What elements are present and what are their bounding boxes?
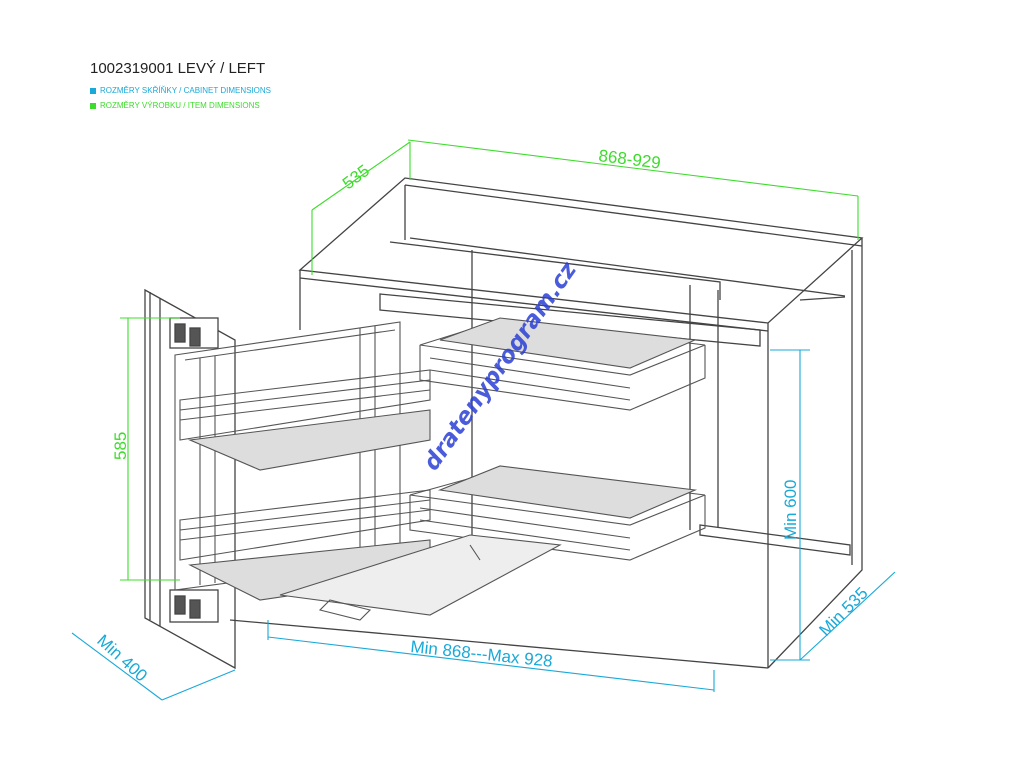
- legend-item: ROZMĚRY VÝROBKU / ITEM DIMENSIONS: [90, 101, 260, 110]
- cabinet-dimension-lines: [71, 349, 896, 701]
- door-basket-upper: [179, 369, 431, 471]
- rear-basket-upper: [419, 317, 706, 411]
- legend-cabinet-swatch: [90, 87, 96, 94]
- legend-item-swatch: [90, 102, 96, 109]
- dim-min-door: Min 400: [93, 631, 151, 686]
- dim-min-height: Min 600: [781, 480, 800, 540]
- watermark: dratenyprogram.cz: [419, 257, 583, 476]
- dim-height-left: 585: [111, 432, 130, 460]
- dim-width-top: 868-929: [598, 146, 662, 172]
- dim-min-depth: Min 535: [815, 584, 871, 640]
- cabinet-outline: [229, 177, 864, 669]
- swing-mechanism: [279, 534, 562, 621]
- rear-basket-lower: [409, 465, 706, 561]
- legend-cabinet-label: ROZMĚRY SKŘÍŇKY / CABINET DIMENSIONS: [100, 86, 271, 95]
- legend-item-label: ROZMĚRY VÝROBKU / ITEM DIMENSIONS: [100, 101, 260, 110]
- door-panel: [144, 288, 236, 670]
- item-dimension-lines: [120, 139, 859, 581]
- legend-cabinet: ROZMĚRY SKŘÍŇKY / CABINET DIMENSIONS: [90, 86, 271, 95]
- page-title: 1002319001 LEVÝ / LEFT: [90, 60, 266, 77]
